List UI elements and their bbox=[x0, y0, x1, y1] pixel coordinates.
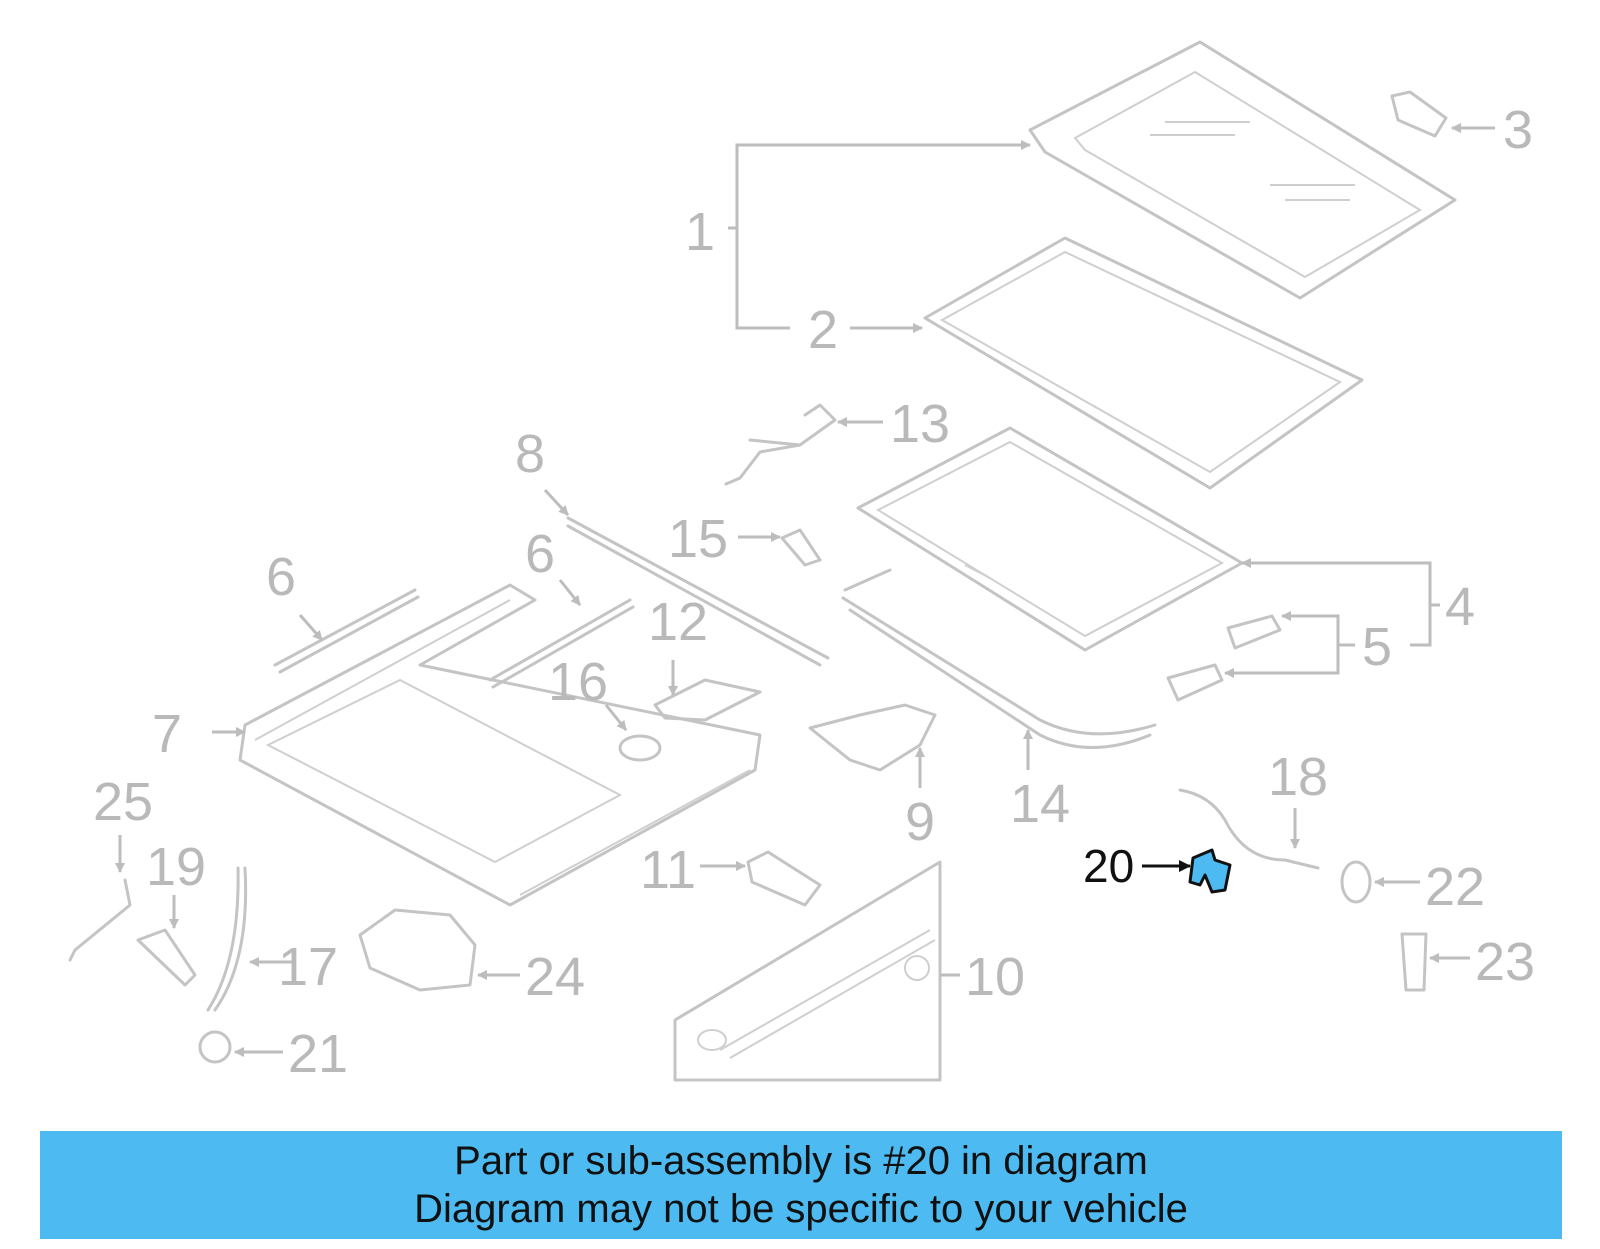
bracket-12-part bbox=[653, 678, 762, 722]
strip-6-right-part bbox=[488, 598, 635, 689]
tube-25-part bbox=[68, 878, 132, 962]
callout-5: 5 bbox=[1362, 617, 1392, 677]
clip-15-part bbox=[780, 528, 822, 567]
callout-22: 22 bbox=[1425, 857, 1485, 917]
callout-25: 25 bbox=[93, 772, 153, 832]
callout-6-right: 6 bbox=[525, 524, 555, 584]
callout-15: 15 bbox=[668, 509, 728, 569]
info-banner: Part or sub-assembly is #20 in diagram D… bbox=[40, 1131, 1562, 1239]
callout-13: 13 bbox=[890, 394, 950, 454]
callout-19: 19 bbox=[146, 837, 206, 897]
callout-9: 9 bbox=[905, 792, 935, 852]
leader-lines bbox=[115, 123, 1495, 1057]
callout-23: 23 bbox=[1475, 932, 1535, 992]
glass-panel-part bbox=[1028, 40, 1457, 300]
drain-kit-box-part bbox=[673, 860, 942, 1082]
rail-8-part bbox=[566, 516, 830, 667]
callout-24: 24 bbox=[525, 947, 585, 1007]
bolt-11-part bbox=[746, 850, 822, 907]
callout-21: 21 bbox=[288, 1024, 348, 1084]
drain-hose-17-part bbox=[206, 866, 248, 1012]
banner-part-note: Part or sub-assembly is #20 in diagram bbox=[454, 1139, 1148, 1183]
bracket-9-part bbox=[808, 703, 937, 772]
callout-4: 4 bbox=[1445, 577, 1475, 637]
banner-disclaimer: Diagram may not be specific to your vehi… bbox=[414, 1187, 1188, 1231]
wiring-harness-part bbox=[724, 403, 837, 486]
strip-6-left-part bbox=[273, 588, 420, 674]
callout-2: 2 bbox=[808, 300, 838, 360]
frame-part bbox=[238, 583, 762, 907]
drain-hose-18-part bbox=[1178, 788, 1320, 870]
clip-19-part bbox=[136, 928, 197, 987]
callout-1: 1 bbox=[685, 202, 715, 262]
callout-20-highlighted: 20 bbox=[1083, 840, 1134, 892]
fastener-23-part bbox=[1400, 932, 1428, 992]
callout-14: 14 bbox=[1010, 774, 1070, 834]
callout-18: 18 bbox=[1268, 747, 1328, 807]
guide-5-upper-part bbox=[1226, 614, 1282, 650]
bolt-3-part bbox=[1390, 90, 1448, 138]
callout-6-left: 6 bbox=[266, 547, 296, 607]
seal-part bbox=[923, 236, 1364, 490]
callout-7: 7 bbox=[152, 704, 182, 764]
callout-labels: 1 2 3 4 5 6 6 7 8 9 10 11 12 13 14 15 16… bbox=[93, 100, 1535, 1084]
parts-diagram: 1 2 3 4 5 6 6 7 8 9 10 11 12 13 14 15 16… bbox=[68, 40, 1535, 1084]
callout-12: 12 bbox=[648, 592, 708, 652]
motor-24-part bbox=[358, 908, 477, 992]
guide-5-lower-part bbox=[1166, 663, 1224, 702]
callout-8: 8 bbox=[515, 424, 545, 484]
grommet-21-part bbox=[198, 1030, 232, 1064]
sunshade-part bbox=[856, 426, 1244, 652]
callout-16: 16 bbox=[548, 652, 608, 712]
callout-10: 10 bbox=[965, 947, 1025, 1007]
clip-20-highlighted-part bbox=[1188, 848, 1232, 894]
callout-17: 17 bbox=[278, 937, 338, 997]
rear-guide-part bbox=[841, 568, 1157, 749]
grommet-22-part bbox=[1340, 860, 1372, 904]
callout-3: 3 bbox=[1503, 100, 1533, 160]
cap-16-part bbox=[618, 734, 662, 762]
callout-11: 11 bbox=[640, 840, 696, 900]
